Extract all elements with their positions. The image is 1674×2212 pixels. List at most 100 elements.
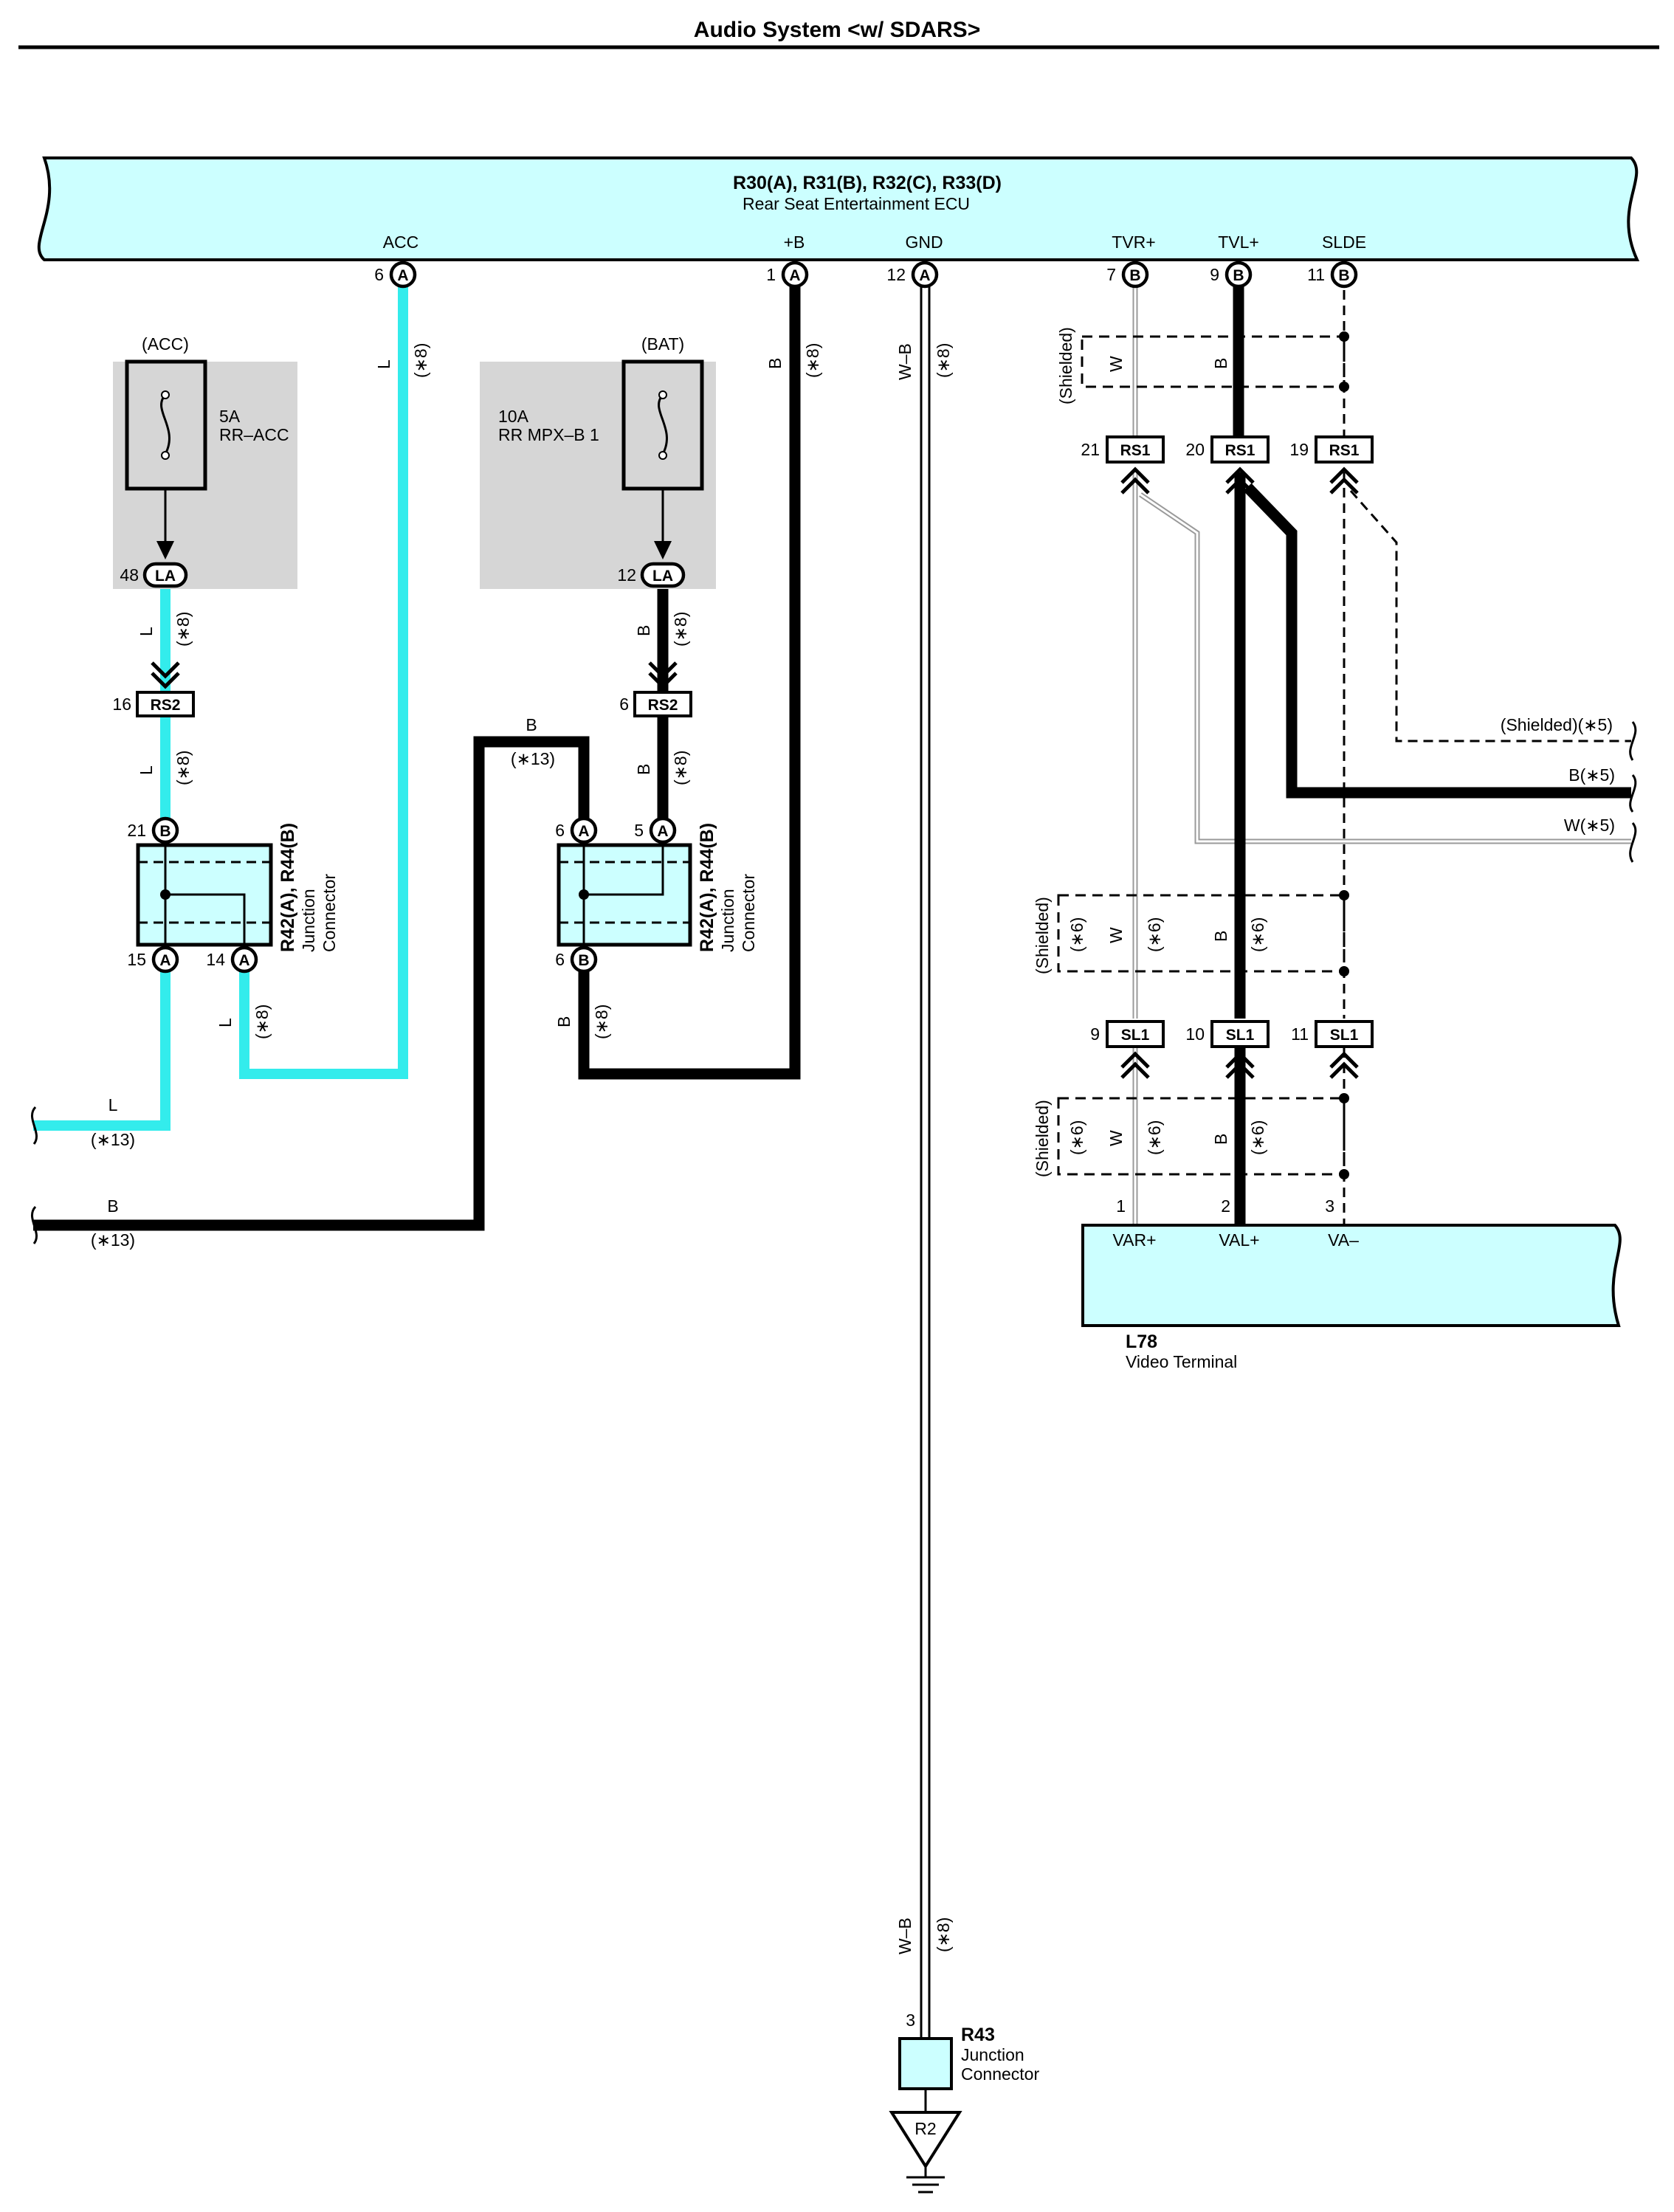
wire-b-exit (33, 736, 590, 1231)
connector-la-pin: 12 (617, 565, 636, 585)
wire-b-branch (1243, 483, 1631, 799)
fuse-bat-source: (BAT) (641, 334, 684, 354)
wire-color-label: W–B (895, 343, 914, 380)
connector-sl1-pin: 11 (1291, 1024, 1309, 1044)
junction-right-dot (579, 889, 589, 900)
wire-color-label: L (216, 1018, 235, 1027)
shield-box (1057, 1097, 1346, 1176)
wire-note-label: (∗8) (671, 612, 690, 647)
ecu-pin-number: 12 (886, 265, 906, 284)
wire-l-ecu-acc (239, 275, 408, 1079)
junction-right-code: R42(A), R44(B) (697, 823, 717, 952)
wire-color-label: B (107, 1196, 118, 1216)
ecu-pin-number: 6 (374, 265, 384, 284)
wire-color-label: B (554, 1016, 574, 1027)
r43-pin: 3 (906, 2011, 915, 2030)
fuse-acc-source: (ACC) (142, 334, 189, 354)
junction-right-bus (584, 841, 664, 896)
page-title: Audio System <w/ SDARS> (694, 18, 980, 42)
r43-name: Junction (961, 2045, 1024, 2064)
ecu-terminal-label: ACC (383, 232, 419, 252)
connector-pin (649, 816, 677, 844)
connector-rs1 (1210, 435, 1270, 464)
connector-pin-code: B (578, 952, 589, 969)
connector-rs2-pin: 6 (619, 695, 629, 714)
connector-pin-code: A (657, 823, 668, 840)
ecu-pin (389, 261, 417, 289)
ecu-pin-code: B (1129, 267, 1140, 284)
fuse-bat-name: RR MPX–B 1 (498, 425, 599, 444)
wire-exit-label: B(∗5) (1568, 765, 1615, 785)
connector-pin (230, 945, 258, 974)
chevron-icon (1329, 1051, 1359, 1079)
wire-note-label: (∗13) (91, 1230, 135, 1250)
shield-junction-dot (1339, 1169, 1349, 1179)
fuse-bat-rating: 10A (498, 407, 529, 426)
wire-note-label: (∗8) (411, 343, 430, 378)
wire-exit-label: W(∗5) (1564, 816, 1615, 835)
connector-pin-number: 5 (634, 821, 644, 840)
connector-la-pin: 48 (120, 565, 139, 585)
fuse-bat-terminal (658, 451, 667, 460)
connector-rs2-code: RS2 (648, 697, 678, 714)
wire-note-label: (∗8) (252, 1005, 272, 1039)
connector-rs1-code: RS1 (1120, 442, 1151, 459)
r43-connector (898, 2037, 953, 2090)
junction-right-name: Junction (718, 889, 737, 952)
wire-color-label: B (765, 358, 785, 369)
connector-sl1-pin: 10 (1185, 1024, 1205, 1044)
wire-note-label: (∗8) (173, 751, 193, 785)
fuse-bat-area (480, 362, 716, 589)
wire-note-label: (∗8) (173, 612, 193, 647)
ecu-terminal-label: TVL+ (1218, 232, 1259, 252)
ground-point-code: R2 (914, 2119, 936, 2138)
ecu-pin-number: 11 (1307, 265, 1325, 284)
chevron-icon (151, 661, 180, 689)
wire-note-label: (∗6) (1248, 1120, 1267, 1155)
ecu-pin (1121, 261, 1149, 289)
connector-pin-number: 14 (206, 950, 225, 969)
ecu-code: R30(A), R31(B), R32(C), R33(D) (733, 173, 1002, 193)
wire-note-label: (∗13) (91, 1130, 135, 1149)
wire-exit-label: (Shielded)(∗5) (1501, 715, 1613, 734)
wire-color-label: L (137, 765, 156, 775)
fuse-acc-arrow (156, 541, 174, 559)
junction-left-code: R42(A), R44(B) (278, 823, 298, 952)
video-terminal-pin: 1 (1116, 1196, 1126, 1216)
wire-color-label: W (1106, 1130, 1126, 1146)
chevron-icon (648, 661, 678, 689)
connector-pin (570, 945, 598, 974)
connector-rs1 (1106, 435, 1165, 464)
r43-code: R43 (961, 2025, 995, 2045)
junction-left-bus (165, 893, 246, 952)
chevron-icon (1120, 466, 1150, 495)
wire-break-mark (30, 1106, 38, 1145)
wire-color-label: B (634, 625, 653, 636)
shield-box (1081, 335, 1346, 388)
connector-la (640, 562, 686, 588)
connector-la (142, 562, 188, 588)
connector-sl1-code: SL1 (1226, 1027, 1255, 1044)
ecu-pin-code: B (1338, 267, 1349, 284)
connector-pin (570, 816, 598, 844)
ecu-terminal-label: SLDE (1322, 232, 1366, 252)
chevron-icon (1329, 466, 1359, 495)
ecu-pin-code: A (919, 267, 930, 284)
ecu-pin-number: 1 (766, 265, 776, 284)
ecu-pin-code: A (397, 267, 408, 284)
fuse-bat-terminal (658, 390, 667, 399)
video-terminal-pin: 2 (1221, 1196, 1230, 1216)
wire-note-label: (∗8) (671, 751, 690, 785)
connector-rs2-pin: 16 (112, 695, 131, 714)
connector-sl1-code: SL1 (1330, 1027, 1359, 1044)
ecu-terminal-label: +B (784, 232, 805, 252)
junction-left-dot (160, 889, 170, 900)
wire-note-label: (∗6) (1248, 917, 1267, 952)
junction-left-name: Junction (299, 889, 318, 952)
connector-pin-code: A (238, 952, 249, 969)
connector-sl1 (1315, 1020, 1374, 1048)
connector-rs1-pin: 19 (1289, 440, 1309, 459)
wire-slde-branch (1349, 490, 1631, 742)
wire-color-label: B (526, 715, 537, 734)
connector-sl1-code: SL1 (1121, 1027, 1150, 1044)
